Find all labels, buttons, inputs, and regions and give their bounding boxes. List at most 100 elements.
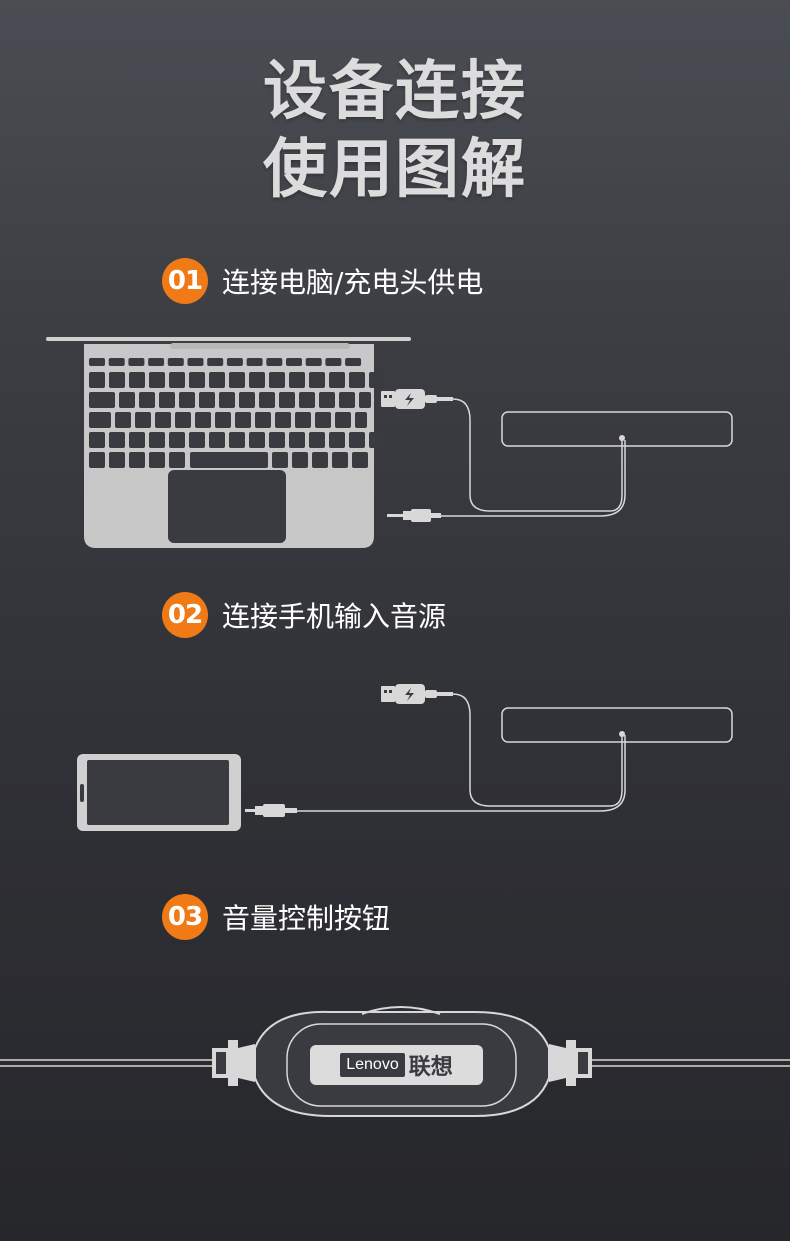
- keyboard-key: [275, 412, 291, 428]
- keyboard-key: [312, 452, 328, 468]
- keyboard-key: [369, 432, 381, 448]
- keyboard-key: [309, 432, 325, 448]
- keyboard-key: [219, 392, 235, 408]
- keyboard-key: [369, 372, 381, 388]
- keyboard-key: [119, 392, 135, 408]
- keyboard-key: [89, 452, 105, 468]
- keyboard-key: [128, 358, 145, 366]
- keyboard-key: [209, 432, 225, 448]
- keyboard-key: [129, 372, 145, 388]
- keyboard-key: [359, 392, 371, 408]
- keyboard-key: [335, 412, 351, 428]
- keyboard-key: [175, 412, 191, 428]
- keyboard-key: [292, 452, 308, 468]
- usb-plug-icon: [381, 684, 453, 704]
- keyboard-key: [279, 392, 295, 408]
- step-3-badge: 03: [162, 894, 208, 940]
- speaker-bar-icon: [501, 707, 733, 743]
- keyboard-key: [135, 412, 151, 428]
- keyboard-key: [235, 412, 251, 428]
- keyboard-key: [209, 372, 225, 388]
- keyboard-key: [272, 452, 288, 468]
- keyboard-key: [329, 432, 345, 448]
- keyboard-key: [199, 392, 215, 408]
- usb-cable: [452, 693, 623, 807]
- keyboard-key: [89, 358, 105, 366]
- usb-cable: [452, 398, 623, 512]
- keyboard-key: [169, 372, 185, 388]
- step-3-heading: 03 音量控制按钮: [162, 893, 390, 941]
- keyboard-key: [148, 358, 165, 366]
- lenovo-logo: Lenovo 联想: [310, 1045, 483, 1085]
- keyboard-key: [229, 432, 245, 448]
- logo-text-cn: 联想: [408, 1055, 453, 1080]
- keyboard-key: [167, 358, 184, 366]
- page-title-line1: 设备连接: [263, 55, 527, 129]
- keyboard-key: [207, 358, 224, 366]
- keyboard-key: [246, 358, 263, 366]
- keyboard-key: [129, 452, 145, 468]
- keyboard-key: [169, 452, 185, 468]
- keyboard-key: [115, 412, 131, 428]
- audio-cable: [441, 440, 626, 517]
- keyboard-key: [345, 358, 362, 366]
- keyboard-key: [89, 372, 105, 388]
- keyboard-key: [255, 412, 271, 428]
- keyboard-key: [159, 392, 175, 408]
- keyboard-key: [309, 372, 325, 388]
- keyboard-key: [259, 392, 275, 408]
- keyboard-key: [149, 432, 165, 448]
- keyboard-key: [266, 358, 283, 366]
- step-2-heading: 02 连接手机输入音源: [162, 591, 446, 639]
- keyboard-key: [89, 432, 105, 448]
- keyboard-key: [329, 372, 345, 388]
- keyboard-key: [195, 412, 211, 428]
- step-1-heading: 01 连接电脑/充电头供电: [162, 257, 483, 305]
- keyboard-key: [109, 372, 125, 388]
- keyboard-key: [189, 372, 205, 388]
- keyboard-key: [349, 432, 365, 448]
- usb-plug-icon: [381, 389, 453, 409]
- keyboard-key: [269, 372, 285, 388]
- keyboard-key: [355, 412, 367, 428]
- keyboard-key: [315, 412, 331, 428]
- keyboard-key: [339, 392, 355, 408]
- keyboard-key: [169, 432, 185, 448]
- step-1-label: 连接电脑/充电头供电: [222, 266, 484, 299]
- keyboard-key: [155, 412, 171, 428]
- keyboard-key: [187, 358, 204, 366]
- keyboard-key: [325, 358, 342, 366]
- keyboard-key: [109, 432, 125, 448]
- keyboard-key: [319, 392, 335, 408]
- keyboard-key: [108, 358, 125, 366]
- speaker-bar-icon: [501, 411, 733, 447]
- keyboard-key: [109, 452, 125, 468]
- keyboard-key: [226, 358, 243, 366]
- keyboard-key: [149, 372, 165, 388]
- keyboard-key: [89, 412, 111, 428]
- keyboard-key: [149, 452, 165, 468]
- keyboard-key: [352, 452, 368, 468]
- keyboard-key: [129, 432, 145, 448]
- page-title-line2: 使用图解: [263, 133, 527, 207]
- keyboard-key: [332, 452, 348, 468]
- keyboard-key: [229, 372, 245, 388]
- step-2-badge: 02: [162, 592, 208, 638]
- keyboard-key: [299, 392, 315, 408]
- keyboard-key: [89, 392, 115, 408]
- keyboard-key: [189, 432, 205, 448]
- audio-jack-icon: [245, 804, 297, 817]
- keyboard-key: [179, 392, 195, 408]
- keyboard-key: [215, 412, 231, 428]
- keyboard-key: [269, 432, 285, 448]
- keyboard-key: [239, 392, 255, 408]
- keyboard-key: [295, 412, 311, 428]
- keyboard-key: [289, 372, 305, 388]
- keyboard-key: [289, 432, 305, 448]
- step-3-label: 音量控制按钮: [222, 902, 391, 935]
- audio-cable: [297, 735, 626, 812]
- step-1-badge: 01: [162, 258, 208, 304]
- keyboard-key: [349, 372, 365, 388]
- keyboard-key: [139, 392, 155, 408]
